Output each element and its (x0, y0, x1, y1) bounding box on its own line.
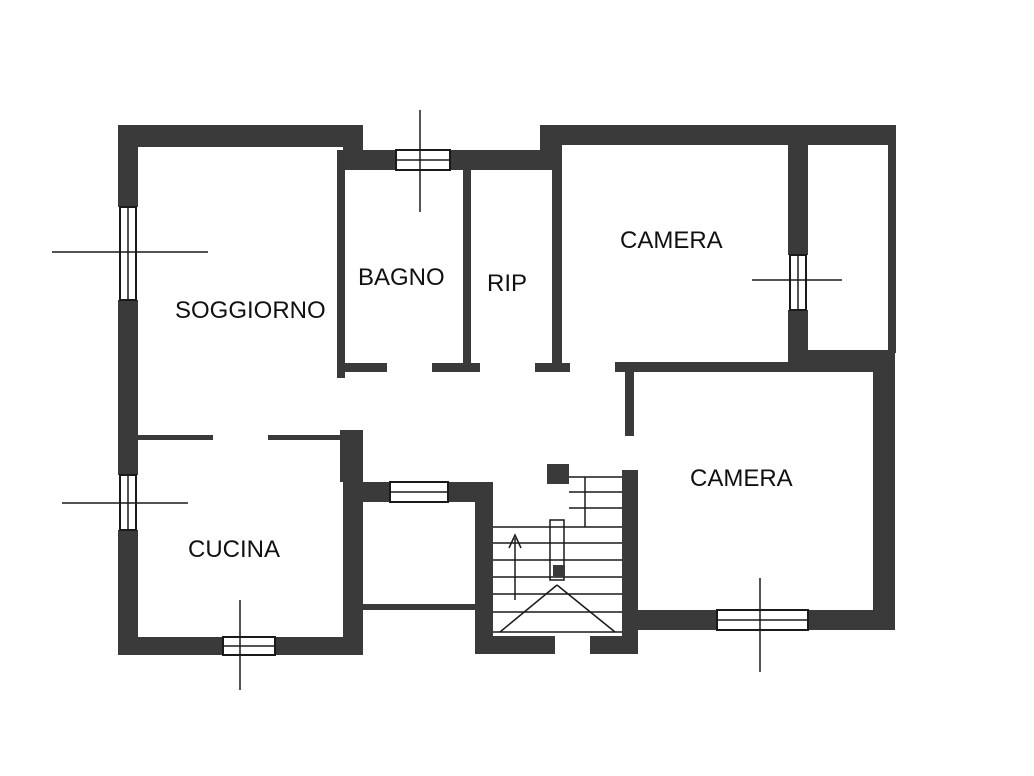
wall-stair-right (622, 470, 638, 654)
wall-corridor-end (340, 430, 346, 482)
wall-bagno-rip (463, 165, 471, 370)
label-camera-lower: CAMERA (690, 465, 793, 492)
wall-small-room-bottom (360, 604, 478, 610)
wall-top-bagno-right (450, 150, 560, 170)
window-mullions (127, 159, 808, 647)
wall-corridor-bagno-right (432, 363, 480, 372)
label-camera-upper: CAMERA (620, 227, 723, 254)
label-soggiorno: SOGGIORNO (175, 297, 326, 324)
wall-stair-bottom (475, 636, 555, 654)
wall-soggiorno-cucina-left (138, 435, 213, 440)
wall-bottom-camera-left (627, 610, 717, 630)
wall-soggiorno-cucina-right (268, 435, 340, 440)
wall-corridor-bagno-left (345, 363, 387, 372)
stair-well (549, 519, 565, 581)
wall-right-main (873, 350, 895, 630)
label-bagno: BAGNO (358, 264, 445, 291)
wall-small-room-top-left (343, 482, 390, 502)
wall-bottom-cucina-left (118, 637, 223, 655)
staircase (493, 476, 622, 633)
wall-stair-top-post (547, 464, 569, 484)
wall-camera-closet-bottom (800, 350, 890, 372)
wall-camera-bottom (615, 362, 805, 372)
label-cucina: CUCINA (188, 536, 280, 563)
wall-left-middle (118, 300, 138, 475)
stair-post (553, 565, 565, 577)
wall-top-bagno-left (343, 150, 396, 170)
wall-left-lower (118, 530, 138, 655)
wall-top-soggiorno (118, 125, 363, 147)
wall-stair-left (475, 482, 493, 654)
wall-camera-right-top (788, 135, 808, 255)
label-rip: RIP (487, 270, 527, 297)
section-lines (52, 110, 842, 690)
wall-top-camera (540, 125, 895, 145)
wall-camera2-left (625, 372, 634, 436)
wall-soggiorno-bagno (337, 150, 345, 378)
room-labels: SOGGIORNO BAGNO RIP CAMERA CAMERA CUCINA (175, 227, 793, 563)
wall-bottom-cucina-right (275, 637, 363, 655)
exterior-walls (118, 125, 896, 655)
wall-rip-camera (552, 165, 562, 370)
wall-bottom-camera-right (808, 610, 895, 630)
stair-arrow-head (508, 533, 522, 549)
wall-right-top (888, 125, 896, 353)
wall-corridor-rip (535, 363, 570, 372)
interior-walls (138, 150, 805, 610)
